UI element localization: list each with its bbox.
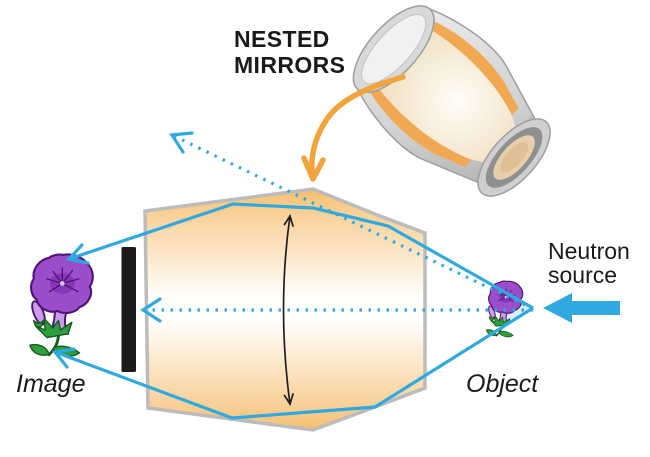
image-label: Image [16, 370, 86, 398]
solid-ray-bottom [54, 306, 534, 420]
neutron-source-arrow [543, 293, 620, 323]
diverging-dotted-ray [171, 133, 534, 311]
neutron-source-line1: Neutron [548, 238, 630, 264]
neutron-source-line2: source [548, 261, 618, 288]
neutron-source-label: Neutron source [548, 238, 630, 288]
nested-mirrors-line2: MIRRORS [234, 52, 346, 78]
axial-dotted-ray-arrowhead [140, 297, 162, 323]
curvature-head-top [283, 213, 294, 227]
orange-pointer-arrow [301, 74, 406, 182]
rays [52, 131, 534, 420]
solid-ray-bottom-arrowhead [52, 347, 76, 369]
orange-arrow-curve [309, 74, 406, 174]
nested-mirrors-label: NESTED MIRRORS [234, 26, 345, 78]
mirror-curvature-arrow [282, 213, 294, 407]
nested-mirrors-line1: NESTED [234, 26, 330, 52]
optic-cross-section [143, 187, 427, 432]
beam-stop-bar [121, 247, 136, 372]
nested-mirrors-3d-render [352, 5, 551, 197]
curvature-arc [282, 215, 291, 405]
diverging-dotted-ray-arrowhead [169, 131, 194, 154]
object-label: Object [466, 370, 539, 398]
render-front-opening [361, 13, 427, 85]
solid-ray-top [68, 202, 534, 310]
solid-ray-top-arrowhead [65, 243, 90, 265]
image-flower [28, 253, 95, 358]
render-rear-core [500, 142, 529, 173]
orange-arrow-head [301, 155, 326, 182]
curvature-head-bottom [283, 393, 294, 407]
